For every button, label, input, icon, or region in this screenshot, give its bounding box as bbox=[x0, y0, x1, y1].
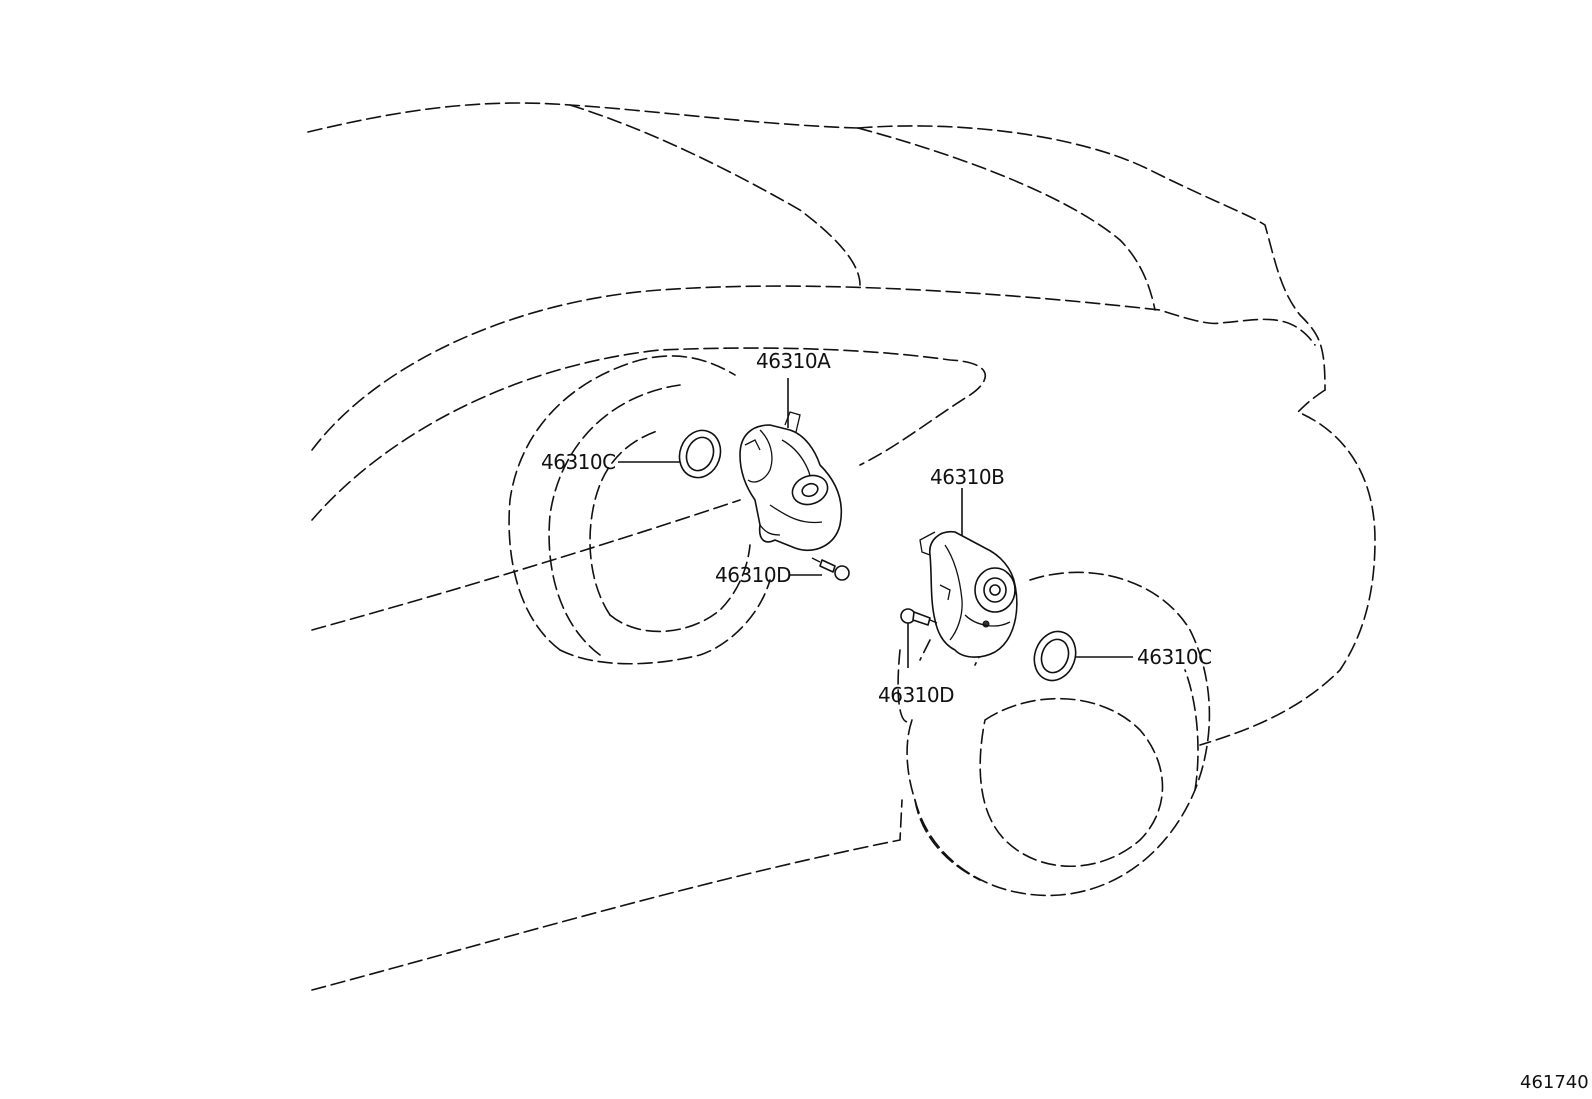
label-part-b: 46310B bbox=[930, 465, 1004, 489]
label-part-d-right: 46310D bbox=[878, 683, 954, 707]
label-part-c-right: 46310C bbox=[1137, 645, 1212, 669]
leader-lines bbox=[618, 378, 1133, 668]
bolt-left bbox=[811, 557, 850, 581]
label-part-c-left: 46310C bbox=[541, 450, 616, 474]
bolt-right bbox=[900, 608, 938, 626]
figure-number: 461740 bbox=[1520, 1072, 1589, 1093]
seal-ring-left bbox=[678, 429, 722, 479]
actuator-a bbox=[739, 411, 843, 552]
vehicle-outline bbox=[307, 102, 1376, 991]
label-part-a: 46310A bbox=[756, 349, 831, 373]
seal-ring-right bbox=[1033, 630, 1077, 682]
label-part-d-left: 46310D bbox=[715, 563, 791, 587]
actuator-b bbox=[919, 530, 1018, 658]
